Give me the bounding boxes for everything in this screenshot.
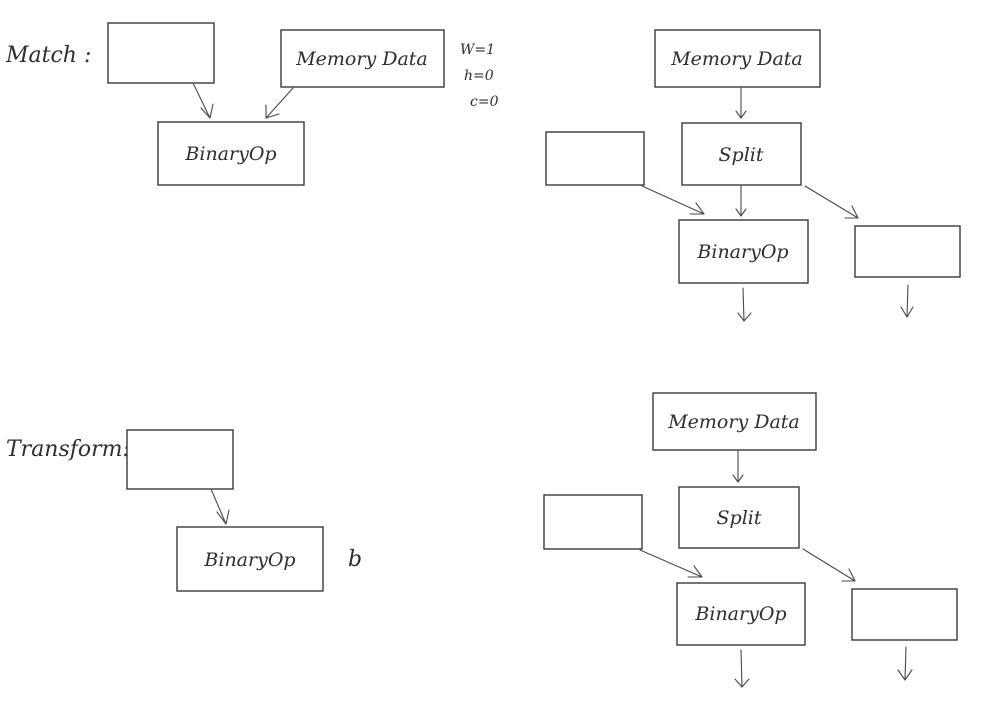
svg-text:BinaryOp: BinaryOp	[203, 549, 295, 571]
r2-edges	[639, 450, 913, 688]
svg-text:Memory Data: Memory Data	[667, 411, 800, 433]
transform-binaryop-node: BinaryOp	[176, 526, 324, 592]
r2-binaryop-node: BinaryOp	[676, 582, 806, 646]
r1-output-node	[854, 225, 961, 278]
r1-memory-data-node: Memory Data	[654, 29, 821, 88]
match-binaryop-node: BinaryOp	[157, 121, 305, 186]
match-heading: Match :	[5, 43, 91, 68]
r2-output-node	[851, 588, 958, 641]
r1-edges	[641, 87, 914, 322]
match-input-node	[107, 22, 215, 84]
r1-binaryop-node: BinaryOp	[678, 219, 809, 284]
transform-edges	[210, 488, 230, 525]
r2-input-node	[543, 494, 643, 550]
svg-text:BinaryOp: BinaryOp	[696, 241, 788, 263]
r1-input-node	[545, 131, 645, 186]
match-memory-data-node: Memory Data	[280, 29, 445, 88]
svg-text:Split: Split	[719, 144, 764, 166]
note-b: b	[348, 547, 362, 572]
svg-text:Memory Data: Memory Data	[670, 48, 803, 70]
svg-text:Split: Split	[717, 507, 762, 529]
r2-split-node: Split	[678, 486, 800, 549]
svg-text:BinaryOp: BinaryOp	[184, 143, 276, 165]
note-c: c=0	[470, 94, 499, 110]
note-w: W=1	[460, 42, 495, 58]
r2-memory-data-node: Memory Data	[652, 392, 817, 451]
dimension-notes: W=1 h=0 c=0	[460, 42, 499, 110]
match-edges	[192, 82, 294, 119]
note-h: h=0	[464, 68, 494, 84]
transform-input-node	[126, 429, 234, 490]
svg-text:BinaryOp: BinaryOp	[694, 603, 786, 625]
svg-text:Memory Data: Memory Data	[295, 48, 428, 70]
r1-split-node: Split	[681, 122, 802, 186]
transform-heading: Transform:	[6, 437, 130, 462]
